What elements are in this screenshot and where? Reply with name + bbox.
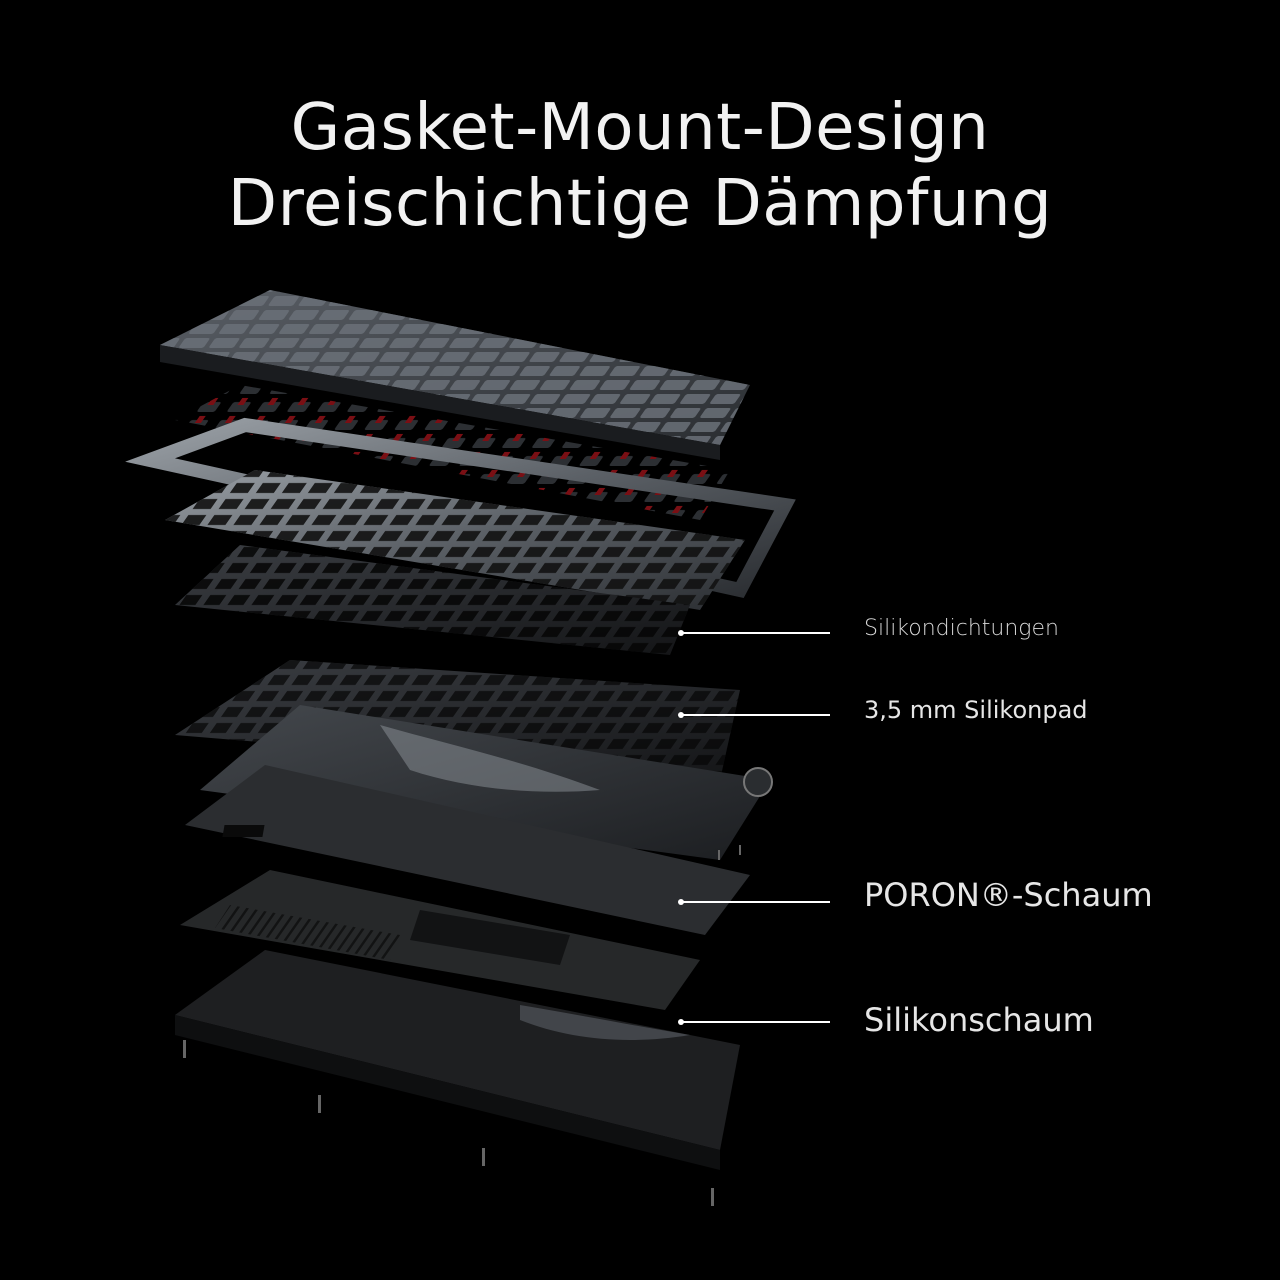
callout-label-silicone-gaskets: Silikondichtungen (864, 616, 1059, 641)
callout-label-silicone-pad: 3,5 mm Silikonpad (864, 696, 1088, 724)
title-line-2: Dreischichtige Dämpfung (227, 167, 1053, 241)
bottom-case-layer (175, 950, 740, 1170)
callout-label-poron-foam: PORON®-Schaum (864, 876, 1153, 914)
frame-layer (125, 417, 796, 598)
plate-layer (165, 470, 745, 610)
title-line-1: Gasket-Mount-Design (290, 91, 990, 165)
callout-label-silicone-foam: Silikonschaum (864, 1001, 1094, 1039)
screws (183, 845, 741, 1206)
silicone-foam-layer (180, 870, 700, 1010)
poron-foam-layer (185, 765, 750, 935)
gasket-layer (175, 545, 690, 655)
pcb-layer (175, 660, 773, 860)
callout-lines (681, 632, 830, 1023)
callout-dots (678, 630, 684, 1025)
keycaps-layer (160, 290, 750, 460)
